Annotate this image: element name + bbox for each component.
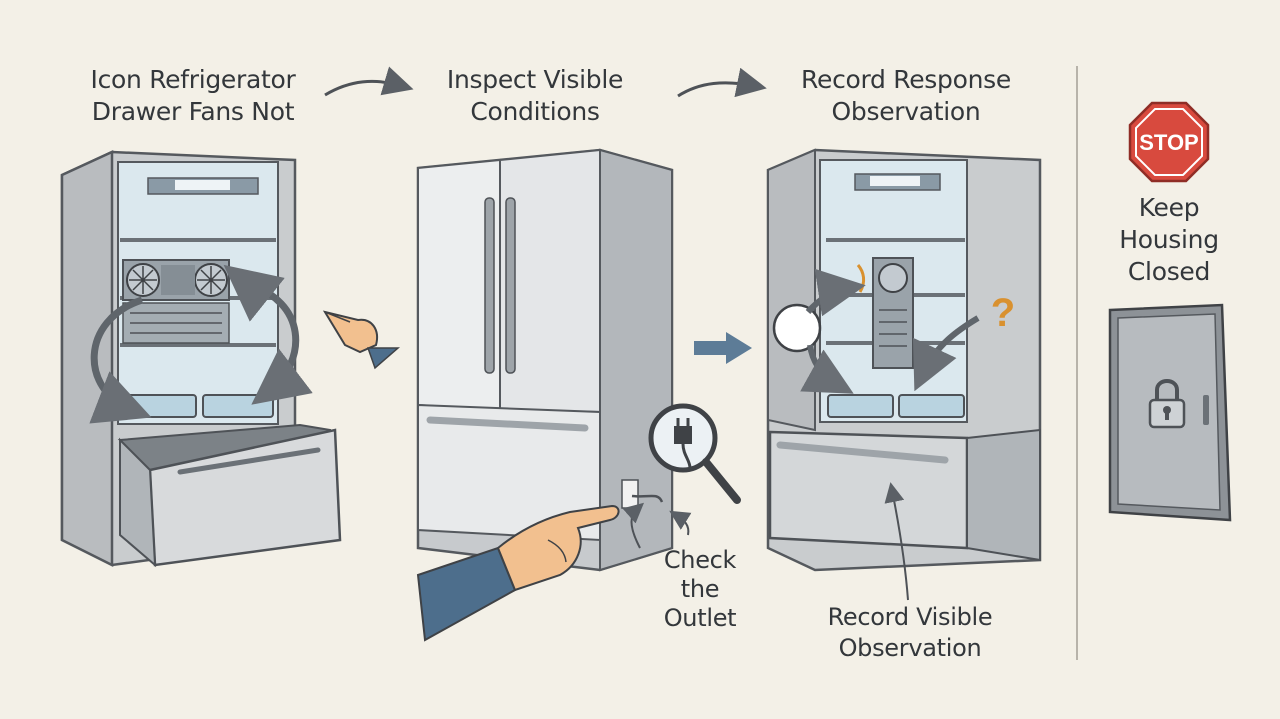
pointing-hand-icon xyxy=(416,504,620,642)
step-arrow-icon xyxy=(694,332,752,364)
step-arrow-icon xyxy=(324,66,414,97)
step-1-title: Icon Refrigerator Drawer Fans Not xyxy=(90,65,296,126)
step-2-title: Inspect Visible Conditions xyxy=(446,65,624,126)
step-3-title: Record Response Observation xyxy=(801,65,1011,126)
pointing-hand-icon xyxy=(322,310,401,370)
magnifier-plug-icon xyxy=(648,403,741,504)
fridge-closed-french-door xyxy=(416,148,741,572)
check-outlet-callout: Check the Outlet xyxy=(663,546,737,632)
airflow-arrow-icon xyxy=(89,296,152,424)
stop-sign-icon: STOP xyxy=(1128,101,1210,183)
observation-marker-icon xyxy=(772,303,822,353)
record-observation-callout: Record Visible Observation xyxy=(827,603,993,662)
fridge-open-with-fans xyxy=(60,150,342,568)
warning-label: Keep Housing Closed xyxy=(1119,193,1219,286)
question-mark-icon: ? xyxy=(991,291,1015,335)
step-arrow-icon xyxy=(677,67,767,98)
fan-panel-icon xyxy=(872,257,914,369)
padlock-icon xyxy=(1148,379,1186,429)
locked-housing-icon xyxy=(1108,303,1232,522)
fridge-open-observation xyxy=(766,148,1042,601)
wall-outlet-icon xyxy=(621,479,639,509)
stop-sign-text: STOP xyxy=(1139,130,1199,155)
fan-panel-icon xyxy=(122,259,230,344)
